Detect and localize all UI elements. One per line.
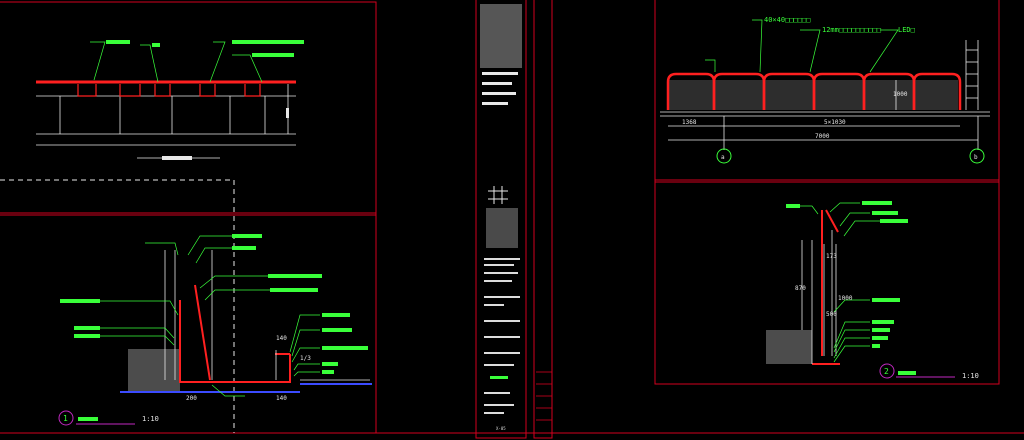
grid-bubble-b-label: b: [974, 154, 978, 161]
title-block: X-05: [480, 4, 552, 431]
detail-1-dim-140a: 140: [276, 335, 287, 342]
top-left-section: [0, 40, 304, 433]
grid-bubble-b: [969, 148, 985, 164]
detail-2-number: 2: [884, 367, 889, 376]
detail-1-dim-140b: 140: [276, 395, 287, 402]
label-12mm: 12mm□□□□□□□□□□: [822, 26, 881, 34]
detail-2-dim-1000: 1000: [838, 295, 853, 302]
detail-1-title-label: [78, 417, 98, 421]
detail-2-bubble: [879, 363, 895, 379]
detail-1-bubble: [58, 410, 74, 426]
detail-1-scale: 1:10: [142, 415, 159, 423]
detail-2-dim-173: 173: [826, 253, 837, 260]
grid-bubble-a: [716, 148, 732, 164]
label-led: LED□: [898, 26, 915, 34]
detail-2-section: 870 500 1000 173 2 1:10: [766, 201, 979, 380]
dim-5x1030: 5×1030: [824, 119, 846, 126]
detail-2-dim-870: 870: [795, 285, 806, 292]
detail-1-dim-ratio: 1/3: [300, 355, 311, 362]
grid-bubble-a-label: a: [721, 154, 725, 161]
dim-7000: 7000: [815, 133, 830, 140]
top-right-section: 40×40□□□□□□ 12mm□□□□□□□□□□ LED□ 1368 5×1…: [660, 16, 990, 164]
dim-1000: 1000: [893, 91, 908, 98]
detail-1-number: 1: [63, 414, 68, 423]
detail-2-scale: 1:10: [962, 372, 979, 380]
detail-1-section: 200 140 140 1/3 1 1:10: [58, 234, 372, 426]
detail-2-title-label: [898, 371, 916, 375]
dim-1368: 1368: [682, 119, 697, 126]
label-40x40: 40×40□□□□□□: [764, 16, 810, 24]
detail-1-dim-200: 200: [186, 395, 197, 402]
detail-2-dim-500: 500: [826, 311, 837, 318]
sheet-number: X-05: [496, 426, 506, 431]
